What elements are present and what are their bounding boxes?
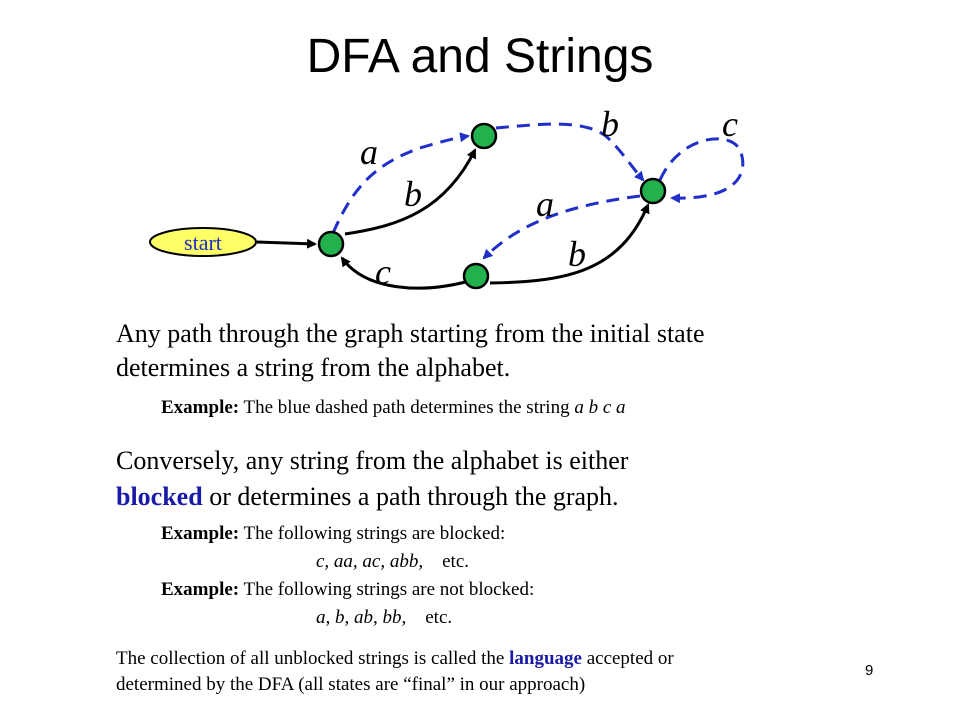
unblocked-strings: a, b, ab, bb,: [316, 607, 407, 628]
edge-a-middle: [482, 194, 641, 260]
paragraph1-line2: determines a string from the alphabet.: [116, 353, 511, 382]
label-b-top-right: b: [601, 104, 619, 144]
label-c-loop: c: [722, 104, 738, 144]
paragraph2-line2: blocked or determines a path through the…: [116, 481, 619, 513]
example-text: The blue dashed path determines the stri…: [239, 397, 575, 418]
footer-line1-after: accepted or: [581, 648, 674, 669]
paragraph1-example: Example: The blue dashed path determines…: [161, 396, 626, 420]
page-number: 9: [865, 662, 874, 679]
example1-label: Example:: [161, 523, 240, 544]
start-arrow: [256, 238, 317, 249]
state-top: [470, 122, 498, 150]
paragraph2-example1: Example: The following strings are block…: [161, 522, 505, 546]
footer-text: The collection of all unblocked strings …: [116, 646, 674, 698]
language-word: language: [509, 648, 582, 669]
unblocked-etc: etc.: [425, 607, 453, 628]
start-node: start: [149, 227, 257, 257]
footer-line2: determined by the DFA (all states are “f…: [116, 674, 586, 695]
edge-b-upper: [344, 148, 477, 236]
state-initial: [317, 230, 345, 258]
blocked-word: blocked: [116, 482, 203, 511]
state-bottom: [462, 262, 490, 290]
blocked-strings-list: c, aa, ac, abb, etc.: [316, 550, 469, 574]
start-label: start: [184, 230, 222, 255]
paragraph2-line2-rest: or determines a path through the graph.: [202, 482, 619, 511]
example-label: Example:: [161, 397, 240, 418]
example1-text: The following strings are blocked:: [239, 523, 506, 544]
unblocked-strings-list: a, b, ab, bb, etc.: [316, 606, 452, 630]
example-string: a b c a: [574, 397, 626, 418]
edge-c-loop: [658, 137, 745, 204]
label-a-middle: a: [536, 184, 554, 224]
edge-b-lower: [489, 203, 650, 285]
edge-b-top-right: [495, 122, 645, 182]
edge-a-top: [331, 132, 470, 234]
footer-line1-before: The collection of all unblocked strings …: [116, 648, 510, 669]
blocked-etc: etc.: [442, 551, 470, 572]
label-a-top: a: [360, 132, 378, 172]
slide-title: DFA and Strings: [306, 30, 654, 83]
paragraph2-example2: Example: The following strings are not b…: [161, 578, 534, 602]
state-right: [639, 177, 667, 205]
label-b-upper: b: [404, 174, 422, 214]
footer-line1: The collection of all unblocked strings …: [116, 646, 674, 672]
dfa-diagram: start a b b c a b c: [149, 104, 745, 292]
edge-c-lower: [340, 256, 474, 290]
label-c-lower: c: [375, 252, 391, 292]
blocked-strings: c, aa, ac, abb,: [316, 551, 424, 572]
paragraph1-line1: Any path through the graph starting from…: [116, 319, 705, 348]
label-b-lower: b: [568, 234, 586, 274]
example2-label: Example:: [161, 579, 240, 600]
paragraph2-line1: Conversely, any string from the alphabet…: [116, 446, 629, 475]
example2-text: The following strings are not blocked:: [239, 579, 535, 600]
